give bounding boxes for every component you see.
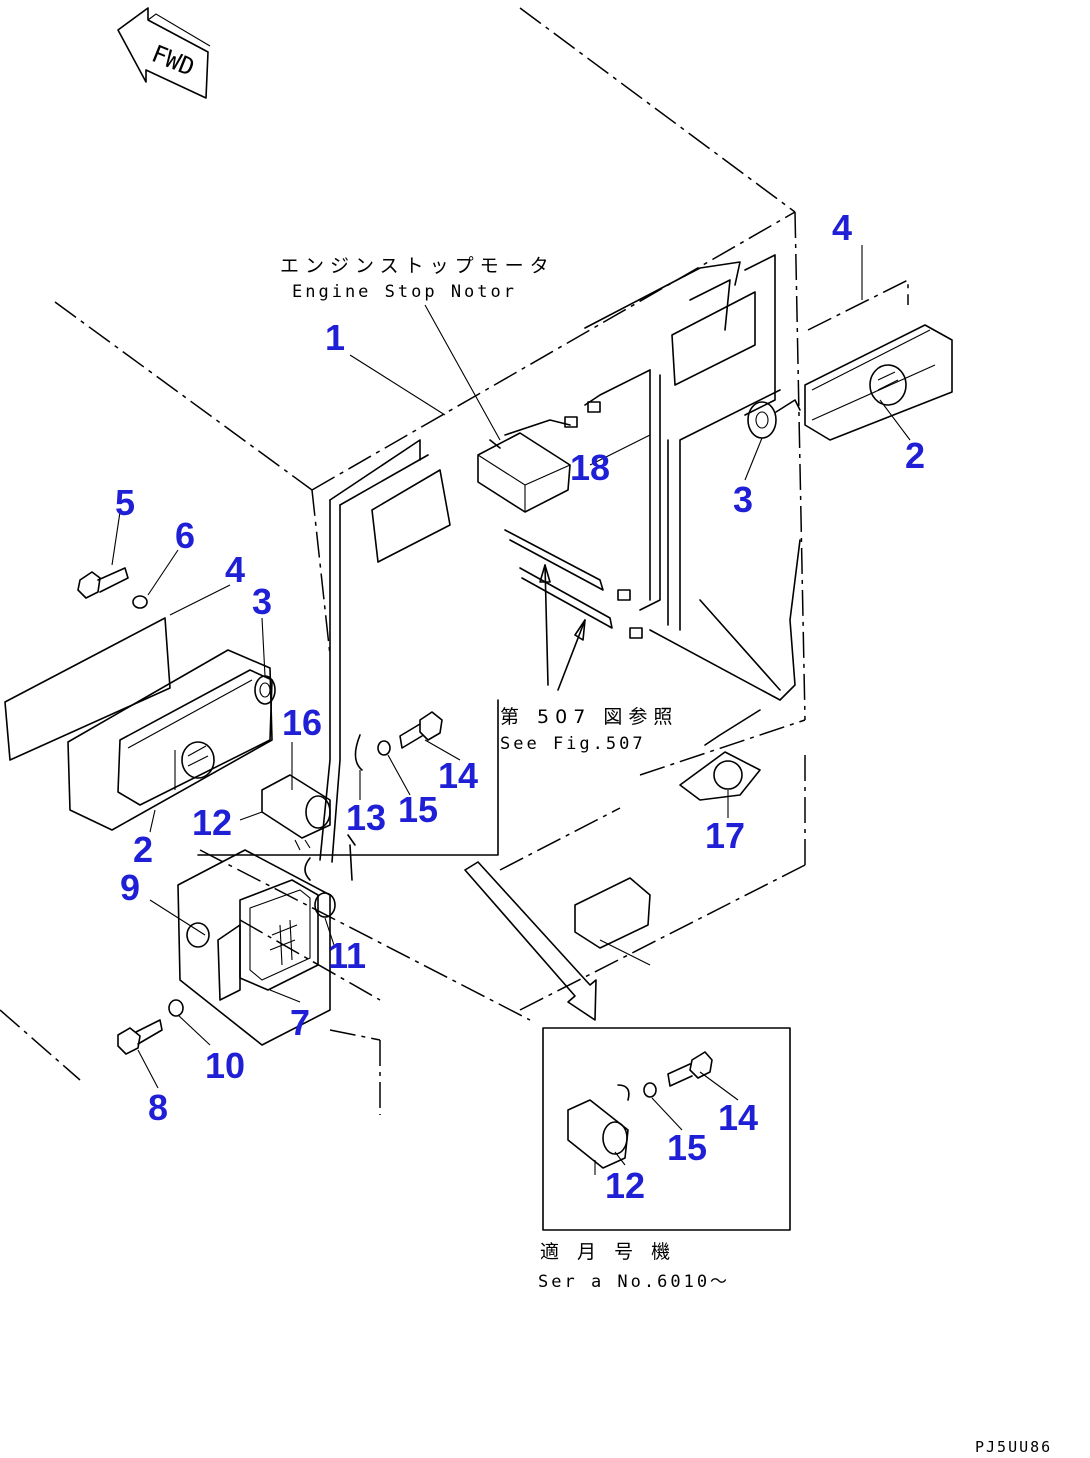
engine-stop-motor-jp: エンジンストップモータ — [280, 255, 555, 277]
callout-6: 6 — [175, 515, 195, 556]
inset-pin-13 — [617, 1084, 630, 1101]
see-fig-507-en: See Fig.507 — [500, 734, 646, 754]
see-fig-507-jp: 第 507 図参照 — [500, 706, 678, 728]
right-lamp-assembly — [747, 278, 953, 441]
callout-14-inset: 14 — [718, 1097, 758, 1138]
inset-socket-12 — [567, 1099, 629, 1175]
cab-body-outline — [0, 7, 806, 1115]
callout-16: 16 — [282, 702, 322, 743]
callout-17: 17 — [705, 815, 745, 856]
serial-applicable-jp: 適 月 号 機 — [540, 1241, 676, 1263]
bracket-17 — [679, 751, 761, 801]
pin-13 — [347, 734, 363, 846]
inset-washer-15 — [643, 1082, 657, 1098]
washer-6 — [132, 595, 148, 609]
lower-body — [574, 877, 651, 966]
callout-3-right: 3 — [733, 479, 753, 520]
callout-14-main: 14 — [438, 755, 478, 796]
bolt-8 — [117, 1019, 163, 1055]
callout-15-main: 15 — [398, 789, 438, 830]
bolt-5 — [77, 567, 129, 599]
callout-2-right: 2 — [905, 435, 925, 476]
fig-507-connectors — [504, 529, 643, 639]
engine-stop-motor-en: Engine Stop Notor — [292, 282, 517, 302]
fig-507-arrows — [539, 564, 586, 691]
callout-15-inset: 15 — [667, 1127, 707, 1168]
engine-stop-leader — [424, 304, 501, 441]
callout-10: 10 — [205, 1045, 245, 1086]
fwd-arrow-icon: FWD — [117, 7, 211, 99]
callout-2-left: 2 — [133, 829, 153, 870]
inset-bolt-14 — [667, 1051, 713, 1087]
socket-16 — [261, 774, 331, 851]
callout-1: 1 — [325, 317, 345, 358]
callout-7: 7 — [290, 1002, 310, 1043]
inset-box — [542, 1027, 791, 1231]
callout-5: 5 — [115, 482, 135, 523]
callout-8: 8 — [148, 1087, 168, 1128]
detail-box-main — [197, 699, 499, 856]
cab-windows — [371, 254, 776, 563]
callout-12-main: 12 — [192, 802, 232, 843]
wire-harness — [319, 261, 801, 863]
work-lamp-7 — [177, 844, 353, 1046]
washer-15-main — [377, 740, 391, 756]
leader-lines — [111, 245, 911, 1166]
callout-13: 13 — [346, 797, 386, 838]
callout-3-left: 3 — [252, 581, 272, 622]
fwd-label: FWD — [148, 40, 199, 82]
callout-11: 11 — [328, 935, 366, 976]
drawing-code: PJ5UU86 — [975, 1438, 1052, 1456]
bolt-14-main — [399, 711, 443, 749]
left-lamp-assembly — [4, 617, 276, 831]
callout-9: 9 — [120, 867, 140, 908]
engine-stop-motor — [477, 401, 601, 513]
inset-pointer-arrow — [464, 861, 597, 1021]
washer-10 — [168, 999, 184, 1017]
callout-12-inset: 12 — [605, 1165, 645, 1206]
serial-applicable-en: Ser a No.6010～ — [538, 1272, 730, 1292]
callout-18: 18 — [570, 447, 610, 488]
callout-4-left: 4 — [225, 549, 245, 590]
callout-4-right: 4 — [832, 207, 852, 248]
